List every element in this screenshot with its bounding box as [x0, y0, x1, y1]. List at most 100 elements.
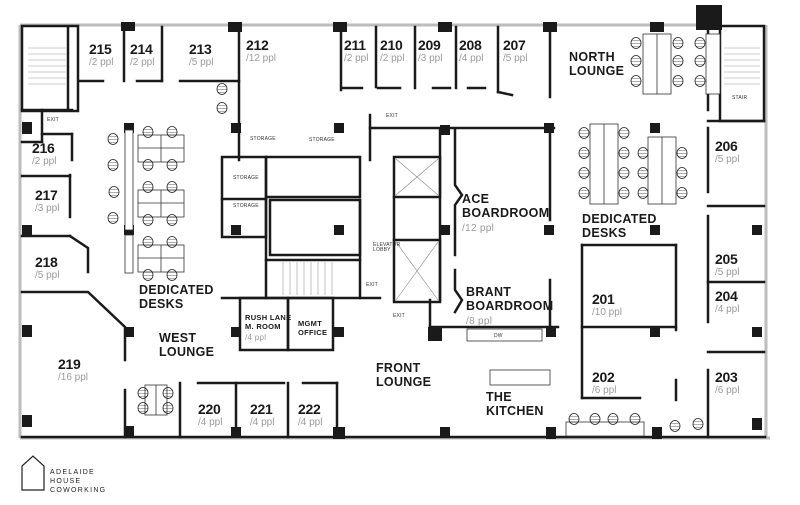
area-label: LOUNGE: [376, 375, 432, 389]
area-label: THE: [486, 390, 512, 404]
room-number: 222: [298, 401, 321, 417]
front-lounge: FRONT LOUNGE: [376, 361, 431, 389]
room-217[interactable]: 217 /3 ppl: [35, 188, 59, 214]
room-202[interactable]: 202 /6 ppl: [592, 370, 616, 396]
room-number: 221: [250, 401, 273, 417]
the-kitchen: THE KITCHEN: [486, 390, 544, 418]
room-name-line2: BOARDROOM: [466, 299, 554, 313]
room-capacity: /6 ppl: [715, 385, 740, 396]
room-capacity: /4 ppl: [245, 333, 267, 342]
storage-label: STORAGE: [233, 175, 259, 181]
room-capacity: /8 ppl: [466, 316, 493, 327]
room-capacity: /6 ppl: [592, 385, 617, 396]
room-capacity: /2 ppl: [130, 57, 155, 68]
room-capacity: /12 ppl: [246, 53, 277, 64]
room-203[interactable]: 203 /6 ppl: [715, 370, 739, 396]
room-201[interactable]: 201 /10 ppl: [592, 292, 622, 318]
room-capacity: /12 ppl: [462, 223, 495, 234]
room-210[interactable]: 210 /2 ppl: [380, 38, 404, 64]
exit-label: EXIT: [386, 113, 398, 119]
area-label: DESKS: [582, 226, 627, 240]
room-capacity: /2 ppl: [32, 156, 57, 167]
room-number: 203: [715, 369, 738, 385]
room-capacity: /2 ppl: [380, 53, 405, 64]
room-214[interactable]: 214 /2 ppl: [130, 42, 154, 68]
room-capacity: /2 ppl: [344, 53, 369, 64]
room-212[interactable]: 212 /12 ppl: [246, 38, 276, 64]
elevator-lobby-label: ELEVATOR LOBBY: [373, 243, 400, 253]
area-label: LOUNGE: [569, 64, 625, 78]
room-211[interactable]: 211 /2 ppl: [344, 38, 368, 64]
room-number: 218: [35, 254, 58, 270]
storage-label: STORAGE: [250, 136, 276, 142]
brand-line3: COWORKING: [50, 487, 107, 494]
room-209[interactable]: 209 /3 ppl: [418, 38, 442, 64]
room-number: 213: [189, 41, 212, 57]
room-capacity: /2 ppl: [89, 57, 114, 68]
room-number: 209: [418, 37, 441, 53]
room-219[interactable]: 219 /16 ppl: [58, 357, 88, 383]
dedicated-desks-west: DEDICATED DESKS: [139, 283, 214, 311]
area-label: DESKS: [139, 297, 184, 311]
room-number: 217: [35, 187, 58, 203]
room-capacity: /5 ppl: [503, 53, 528, 64]
room-number: 202: [592, 369, 615, 385]
room-number: 219: [58, 356, 81, 372]
room-number: 211: [344, 37, 366, 53]
ace-boardroom[interactable]: ACE BOARDROOM /12 ppl: [462, 192, 549, 236]
room-218[interactable]: 218 /5 ppl: [35, 255, 59, 281]
room-capacity: /4 ppl: [459, 53, 484, 64]
room-capacity: /4 ppl: [715, 304, 740, 315]
exit-label: EXIT: [393, 313, 405, 319]
storage-label: STORAGE: [309, 137, 335, 143]
room-number: 206: [715, 138, 738, 154]
room-capacity: /16 ppl: [58, 372, 89, 383]
room-222[interactable]: 222 /4 ppl: [298, 402, 322, 428]
room-206[interactable]: 206 /5 ppl: [715, 139, 739, 165]
room-number: 205: [715, 251, 738, 267]
room-capacity: /10 ppl: [592, 307, 623, 318]
room-220[interactable]: 220 /4 ppl: [198, 402, 222, 428]
room-number: 208: [459, 37, 482, 53]
rush-lane-meeting-room[interactable]: RUSH LANE M. ROOM /4 ppl: [245, 313, 291, 342]
mgmt-office[interactable]: MGMT OFFICE: [298, 319, 327, 337]
exit-label: EXIT: [366, 282, 378, 288]
area-label: DEDICATED: [582, 212, 657, 226]
room-204[interactable]: 204 /4 ppl: [715, 289, 739, 315]
room-207[interactable]: 207 /5 ppl: [503, 38, 527, 64]
room-name-line1: BRANT: [466, 285, 512, 299]
area-label: DEDICATED: [139, 283, 214, 297]
room-name-line2: M. ROOM: [245, 322, 281, 331]
room-number: 220: [198, 401, 221, 417]
room-number: 212: [246, 37, 269, 53]
storage-label: STORAGE: [233, 203, 259, 209]
room-name-line1: MGMT: [298, 319, 323, 328]
dedicated-desks-east: DEDICATED DESKS: [582, 212, 657, 240]
brand-line2: HOUSE: [50, 478, 82, 485]
room-215[interactable]: 215 /2 ppl: [89, 42, 113, 68]
area-label: WEST: [159, 331, 197, 345]
room-221[interactable]: 221 /4 ppl: [250, 402, 274, 428]
room-216[interactable]: 216 /2 ppl: [32, 141, 56, 167]
brand-line1: ADELAIDE: [50, 469, 96, 476]
room-208[interactable]: 208 /4 ppl: [459, 38, 483, 64]
room-205[interactable]: 205 /5 ppl: [715, 252, 739, 278]
elevator-lobby-line2: LOBBY: [373, 247, 391, 253]
room-number: 215: [89, 41, 112, 57]
room-name-line2: OFFICE: [298, 328, 328, 337]
north-lounge: NORTH LOUNGE: [569, 50, 624, 78]
room-213[interactable]: 213 /5 ppl: [189, 42, 213, 68]
area-label: LOUNGE: [159, 345, 215, 359]
area-label: KITCHEN: [486, 404, 544, 418]
room-capacity: /3 ppl: [418, 53, 443, 64]
room-number: 204: [715, 288, 738, 304]
room-capacity: /4 ppl: [250, 417, 275, 428]
room-name-line1: ACE: [462, 192, 490, 206]
room-number: 214: [130, 41, 153, 57]
area-label: NORTH: [569, 50, 615, 64]
stair-label: STAIR: [732, 95, 748, 101]
room-name-line2: BOARDROOM: [462, 206, 550, 220]
brant-boardroom[interactable]: BRANT BOARDROOM /8 ppl: [466, 285, 553, 329]
